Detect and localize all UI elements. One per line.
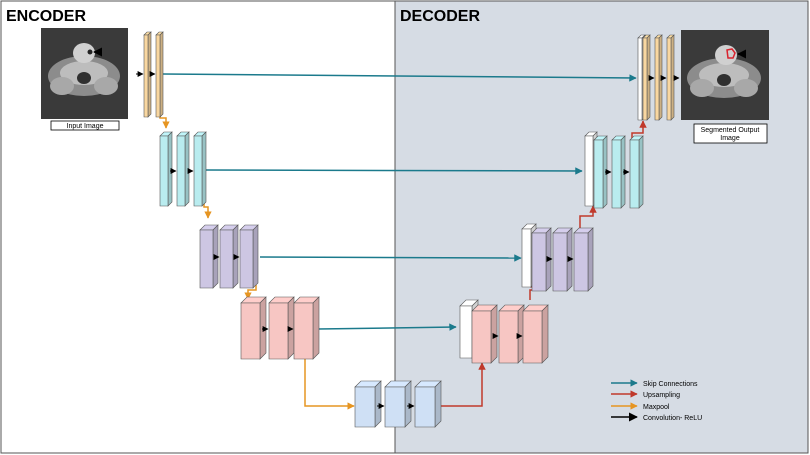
decoder-block-1c-front: [666, 37, 672, 121]
encoder-block-4b-front: [268, 302, 289, 360]
encoder-block-2c: [193, 131, 207, 207]
encoder-block-4c: [293, 296, 320, 360]
encoder-block-4c-side: [312, 296, 320, 360]
skip-connection-level3: [259, 254, 522, 262]
encoder-block-1b-side: [159, 31, 164, 118]
encoder-block-3c: [239, 224, 259, 289]
decoder-block-4b-front: [498, 310, 519, 364]
decoder-block-2b-front: [611, 139, 622, 209]
input-image-caption-box: [50, 120, 120, 131]
encoder-block-4b: [268, 296, 295, 360]
decoder-block-3c: [573, 227, 594, 292]
encoder-block-2b-front: [176, 135, 186, 207]
legend-skip-label: Skip Connections: [643, 381, 698, 388]
output-image-caption-box: [693, 123, 768, 144]
decoder-block-1b: [654, 34, 663, 121]
encoder-block-4a-side: [259, 296, 267, 360]
decoder-block-1b-side: [658, 34, 663, 121]
maxpool-4: [304, 355, 355, 410]
decoder-block-4b: [498, 304, 525, 364]
encoder-block-1a-front: [143, 34, 149, 118]
conv-relu-arrows: [136, 71, 680, 409]
encoder-block-1b: [155, 31, 164, 118]
bottleneck-block-b: [384, 380, 412, 428]
encoder-block-2b-side: [184, 131, 190, 207]
decoder-block-1b-front: [654, 37, 660, 121]
decoder-block-4c: [522, 304, 549, 364]
feature-map-blocks: [143, 31, 675, 428]
legend-maxpool-label: Maxpool: [643, 404, 670, 411]
maxpool-3: [244, 285, 257, 300]
decoder-block-3a-front: [531, 232, 547, 292]
upsample-3: [579, 205, 597, 229]
input-image-caption: Input Image: [67, 123, 104, 130]
decoder-title: DECODER: [400, 8, 480, 25]
decoder-block-3c-side: [587, 227, 594, 292]
decoder-block-3b-front: [552, 232, 568, 292]
decoder-block-2a-front: [593, 139, 604, 209]
output-image: [681, 30, 769, 120]
encoder-block-2c-side: [201, 131, 207, 207]
decoder-block-4a: [471, 304, 498, 364]
decoder-block-1a-side: [646, 34, 651, 121]
input-image: [41, 28, 128, 119]
encoder-block-4a: [240, 296, 267, 360]
bottleneck-block-a-front: [354, 386, 376, 428]
encoder-title: ENCODER: [6, 8, 86, 25]
encoder-block-2b: [176, 131, 190, 207]
output-image-caption-line2: Image: [720, 135, 740, 142]
decoder-block-1a-front: [642, 37, 648, 121]
decoder-block-1c-side: [670, 34, 675, 121]
encoder-block-3c-front: [239, 229, 254, 289]
encoder-block-4b-side: [287, 296, 295, 360]
decoder-block-2c-front: [629, 139, 640, 209]
legend-upsampling-label: Upsampling: [643, 392, 680, 399]
upsample-1: [436, 362, 486, 407]
encoder-block-4a-front: [240, 302, 261, 360]
bottleneck-block-b-side: [404, 380, 412, 428]
decoder-upsample-4-front: [459, 305, 473, 359]
encoder-block-3c-side: [252, 224, 259, 289]
encoder-block-3a-front: [199, 229, 214, 289]
encoder-block-2c-front: [193, 135, 203, 207]
encoder-block-3b-front: [219, 229, 234, 289]
bottleneck-block-c-front: [414, 386, 436, 428]
encoder-block-1a-side: [147, 31, 152, 118]
skip-connection-level4: [317, 323, 457, 331]
legend: Skip Connections Upsampling Maxpool Conv…: [611, 379, 702, 422]
decoder-block-1c: [666, 34, 675, 121]
encoder-block-2a-side: [167, 131, 173, 207]
skip-connection-level2: [205, 167, 583, 175]
encoder-block-4c-front: [293, 302, 314, 360]
decoder-upsample-2-front: [584, 135, 594, 207]
encoder-block-2a-front: [159, 135, 169, 207]
encoder-block-2a: [159, 131, 173, 207]
decoder-block-4a-side: [490, 304, 498, 364]
decoder-block-4c-side: [541, 304, 549, 364]
skip-connection-level1: [162, 73, 637, 82]
bottleneck-block-c: [414, 380, 442, 428]
bottleneck-block-c-side: [434, 380, 442, 428]
legend-conv-label: Convolution- ReLU: [643, 415, 702, 422]
decoder-block-4a-front: [471, 310, 492, 364]
encoder-block-1b-front: [155, 34, 161, 118]
encoder-block-1a: [143, 31, 152, 118]
bottleneck-block-a-side: [374, 380, 382, 428]
decoder-block-1a: [642, 34, 651, 121]
decoder-block-3c-front: [573, 232, 589, 292]
decoder-upsample-3-front: [521, 228, 532, 288]
decoder-block-2c-side: [638, 135, 644, 209]
decoder-block-3a: [531, 227, 552, 292]
output-image-caption-line1: Segmented Output: [701, 127, 760, 134]
decoder-upsample-1-front: [637, 37, 643, 121]
decoder-block-4c-front: [522, 310, 543, 364]
bottleneck-block-b-front: [384, 386, 406, 428]
skip-connections: [162, 73, 637, 331]
bottleneck-block-a: [354, 380, 382, 428]
decoder-block-2c: [629, 135, 644, 209]
